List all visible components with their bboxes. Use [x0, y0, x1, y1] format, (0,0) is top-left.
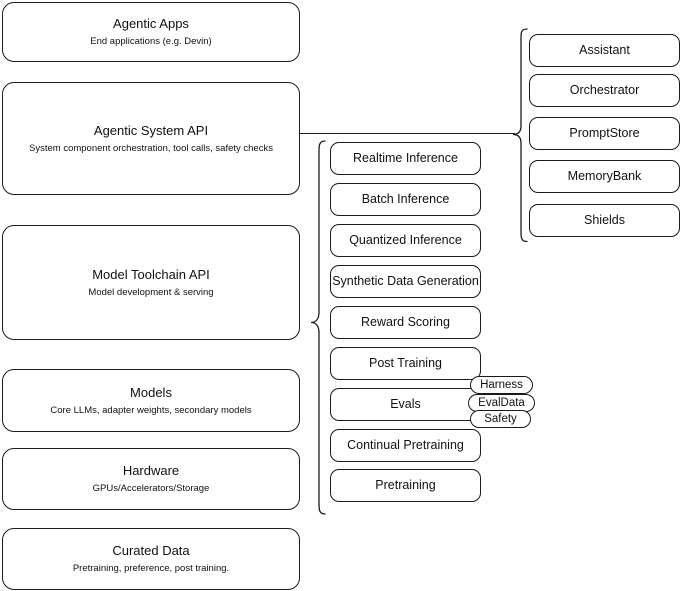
toolchain-component-realtime-inference[interactable]: Realtime Inference — [330, 142, 481, 175]
layer-title: Models — [130, 384, 172, 400]
component-label: Synthetic Data Generation — [332, 274, 479, 288]
layer-title: Agentic Apps — [113, 16, 189, 31]
component-label: Evals — [390, 397, 421, 411]
stack-layer-hardware[interactable]: Hardware GPUs/Accelerators/Storage — [2, 448, 300, 510]
toolchain-component-evals[interactable]: Evals — [330, 388, 481, 421]
layer-title: Hardware — [122, 463, 180, 478]
toolchain-brace — [310, 140, 326, 515]
layer-subtitle: Pretraining, preference, post training. — [72, 563, 230, 574]
stack-layer-model-toolchain-api[interactable]: Model Toolchain API Model development & … — [2, 225, 300, 340]
component-label: Pretraining — [375, 478, 436, 492]
component-label: Assistant — [579, 43, 630, 57]
system-component-assistant[interactable]: Assistant — [529, 34, 680, 67]
toolchain-component-batch-inference[interactable]: Batch Inference — [330, 183, 481, 216]
evals-subcomponent-harness[interactable]: Harness — [470, 376, 533, 394]
toolchain-component-reward-scoring[interactable]: Reward Scoring — [330, 306, 481, 339]
component-label: Realtime Inference — [353, 151, 458, 165]
system-component-orchestrator[interactable]: Orchestrator — [529, 74, 680, 107]
subcomponent-label: Harness — [480, 379, 523, 391]
layer-subtitle: System component orchestration, tool cal… — [29, 142, 273, 154]
toolchain-component-quantized-inference[interactable]: Quantized Inference — [330, 224, 481, 257]
component-label: Reward Scoring — [361, 315, 450, 329]
layer-title: Curated Data — [112, 543, 190, 558]
system-component-memorybank[interactable]: MemoryBank — [529, 160, 680, 193]
toolchain-component-synthetic-data-generation[interactable]: Synthetic Data Generation — [330, 265, 481, 298]
system-components-brace — [512, 28, 528, 243]
component-label: Post Training — [369, 356, 442, 370]
component-label: Batch Inference — [361, 192, 450, 206]
toolchain-component-pretraining[interactable]: Pretraining — [330, 469, 481, 502]
layer-title: Agentic System API — [93, 122, 209, 138]
system-component-shields[interactable]: Shields — [529, 204, 680, 237]
layer-subtitle: Core LLMs, adapter weights, secondary mo… — [50, 404, 252, 416]
toolchain-component-post-training[interactable]: Post Training — [330, 347, 481, 380]
stack-layer-agentic-system-api[interactable]: Agentic System API System component orch… — [2, 82, 300, 195]
subcomponent-label: EvalData — [478, 397, 525, 409]
component-label: Continual Pretraining — [347, 438, 464, 452]
layer-subtitle: GPUs/Accelerators/Storage — [92, 483, 210, 494]
system-component-promptstore[interactable]: PromptStore — [529, 117, 680, 150]
stack-layer-agentic-apps[interactable]: Agentic Apps End applications (e.g. Devi… — [2, 2, 300, 62]
evals-subcomponent-safety[interactable]: Safety — [470, 410, 531, 428]
layer-title: Model Toolchain API — [92, 266, 210, 282]
layer-subtitle: Model development & serving — [88, 286, 214, 298]
layer-subtitle: End applications (e.g. Devin) — [90, 36, 212, 47]
component-label: MemoryBank — [567, 169, 642, 183]
connector-system-api-to-components — [300, 133, 515, 135]
component-label: PromptStore — [569, 126, 640, 140]
component-label: Shields — [584, 213, 625, 227]
toolchain-component-continual-pretraining[interactable]: Continual Pretraining — [330, 429, 481, 462]
component-label: Orchestrator — [569, 83, 640, 97]
subcomponent-label: Safety — [484, 413, 517, 425]
stack-layer-curated-data[interactable]: Curated Data Pretraining, preference, po… — [2, 528, 300, 590]
stack-layer-models[interactable]: Models Core LLMs, adapter weights, secon… — [2, 369, 300, 432]
component-label: Quantized Inference — [349, 233, 462, 247]
